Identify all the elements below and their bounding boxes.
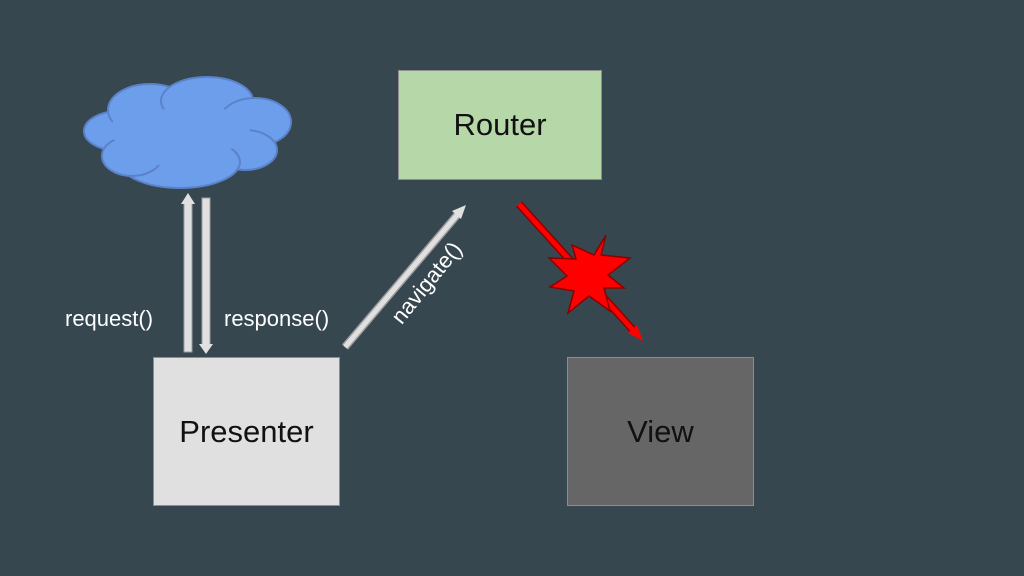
explosion-icon: [547, 234, 632, 316]
view-node: View: [567, 357, 754, 506]
response-label: response(): [224, 306, 330, 331]
navigate-arrow: [341, 205, 466, 350]
request-label: request(): [65, 306, 154, 331]
request-arrow: [181, 193, 195, 353]
presenter-label: Presenter: [179, 413, 314, 449]
cloud-icon: [83, 76, 292, 189]
response-arrow: [199, 197, 213, 354]
view-label: View: [627, 413, 694, 449]
router-node: Router: [398, 70, 602, 180]
presenter-node: Presenter: [153, 357, 340, 506]
router-label: Router: [453, 107, 547, 142]
